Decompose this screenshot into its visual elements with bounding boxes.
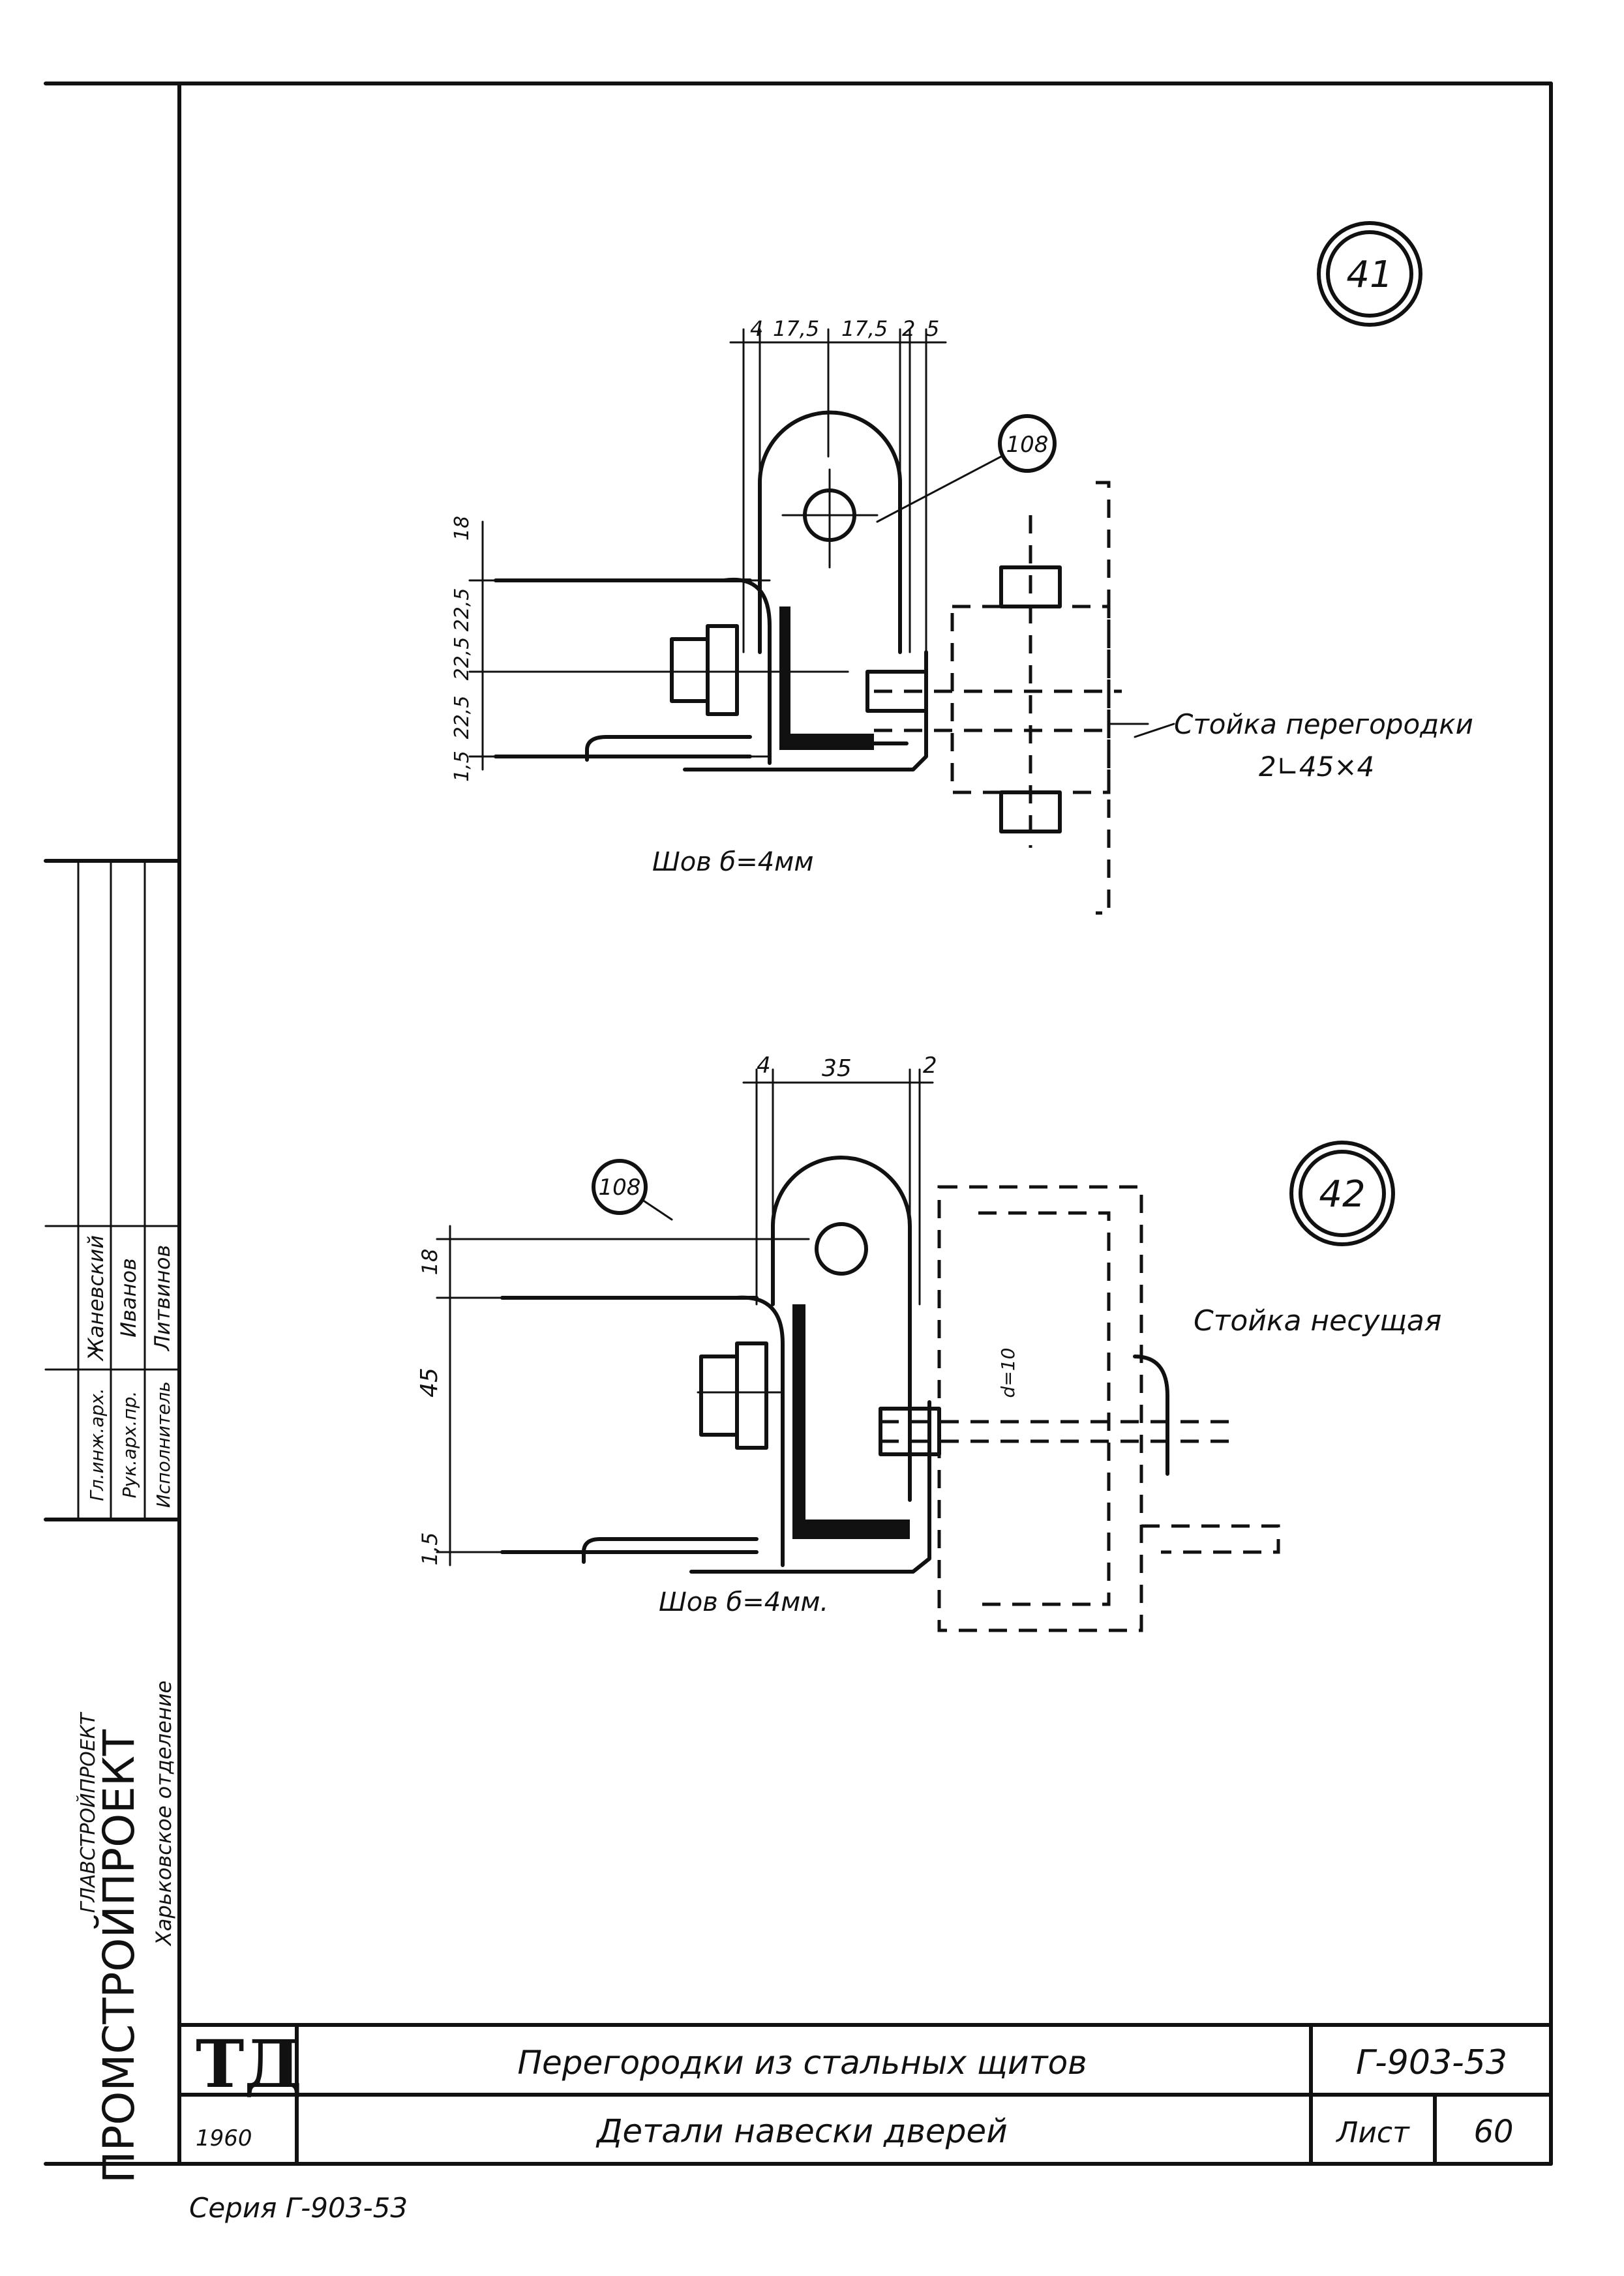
detail-41-part-ref-bubble xyxy=(998,414,1057,473)
title-logo: ТД xyxy=(196,2026,302,2103)
title-year: 1960 xyxy=(196,2125,252,2151)
detail-42-bolt-label: d=10 xyxy=(997,1348,1019,1398)
sidebar-org-small-2: Харьковское отделение xyxy=(151,1681,176,1947)
title-sheet-label: Лист xyxy=(1335,2116,1410,2149)
sidebar-name-1: Жаневский xyxy=(83,1235,108,1362)
detail-41-dim-top-4: 2 xyxy=(902,316,915,341)
detail-41-dim-top-2: 17,5 xyxy=(773,316,819,341)
detail-41-dim-top-3: 17,5 xyxy=(841,316,888,341)
detail-42-dim-top-1: 4 xyxy=(757,1053,771,1079)
detail-42: 42 4 35 2 18 45 1,5 xyxy=(416,1053,1441,1632)
detail-41: 41 4 17,5 17,5 2 5 18 22,5 22,5 22,5 1,5 xyxy=(451,221,1473,915)
detail-41-part-ref: 108 xyxy=(1006,432,1049,458)
detail-42-dim-side-2: 45 xyxy=(416,1368,443,1398)
detail-42-number: 42 xyxy=(1319,1173,1365,1216)
sidebar-org-main: ПРОМСТРОЙПРОЕКТ xyxy=(93,1729,144,2183)
detail-42-hinge-plate xyxy=(771,1156,912,1502)
detail-41-hinge-plate xyxy=(758,410,902,654)
detail-41-stand-label-2: 2∟45×4 xyxy=(1259,751,1374,783)
sidebar-stamp xyxy=(44,859,181,1521)
detail-42-part-ref-bubble xyxy=(592,1159,648,1215)
title-series-code: Г-903-53 xyxy=(1356,2043,1507,2082)
detail-41-dim-side-1: 18 xyxy=(451,516,474,541)
detail-42-dim-top-3: 2 xyxy=(923,1053,937,1079)
detail-41-nut-left xyxy=(670,637,710,703)
detail-41-dim-side-5: 1,5 xyxy=(451,751,474,782)
detail-42-part-ref: 108 xyxy=(599,1175,641,1201)
footer-series: Серия Г-903-53 xyxy=(189,2192,408,2224)
detail-42-stand-nut xyxy=(879,1407,941,1456)
detail-42-dim-side-1: 18 xyxy=(417,1249,442,1276)
sidebar-name-2: Иванов xyxy=(116,1258,141,1338)
title-sheet-number: 60 xyxy=(1473,2114,1513,2150)
detail-42-stand-label: Стойка несущая xyxy=(1194,1304,1441,1338)
detail-42-stand-outline xyxy=(937,1185,1143,1632)
detail-42-weld-bead xyxy=(792,1304,910,1539)
detail-41-dim-side-4: 22,5 xyxy=(451,696,474,740)
detail-41-dim-side-2: 22,5 xyxy=(451,588,474,632)
sidebar-role-2: Рук.арх.пр. xyxy=(119,1391,140,1499)
detail-41-weld-bead xyxy=(779,606,874,750)
sidebar-name-3: Литвинов xyxy=(150,1245,175,1352)
detail-41-dim-top-5: 5 xyxy=(926,316,939,341)
detail-42-dim-side-3: 1,5 xyxy=(417,1533,442,1566)
detail-41-number: 41 xyxy=(1346,254,1392,296)
detail-41-stand-label-1: Стойка перегородки xyxy=(1174,708,1473,740)
sidebar-role-1: Гл.инж.арх. xyxy=(86,1388,108,1501)
detail-42-dim-top-2: 35 xyxy=(822,1055,852,1082)
detail-42-callout-circle xyxy=(1289,1141,1395,1246)
detail-42-nut-left xyxy=(699,1355,739,1437)
sidebar-org-small-1: ГЛАВСТРОЙПРОЕКТ xyxy=(76,1711,100,1913)
detail-41-dim-top-1: 4 xyxy=(750,316,763,341)
detail-42-weld-note: Шов б=4мм. xyxy=(659,1587,828,1617)
detail-42-hinge-hole xyxy=(815,1222,868,1276)
detail-41-dim-side-3: 22,5 xyxy=(451,637,474,681)
title-line-1: Перегородки из стальных щитов xyxy=(517,2044,1087,2082)
detail-41-weld-note: Шов б=4мм xyxy=(652,847,814,877)
title-line-2: Детали навески дверей xyxy=(595,2112,1007,2150)
detail-41-callout-circle xyxy=(1317,221,1422,327)
sidebar-role-3: Исполнитель xyxy=(153,1381,174,1508)
title-block xyxy=(177,2023,1553,2166)
sheet-frame xyxy=(44,82,1553,2166)
